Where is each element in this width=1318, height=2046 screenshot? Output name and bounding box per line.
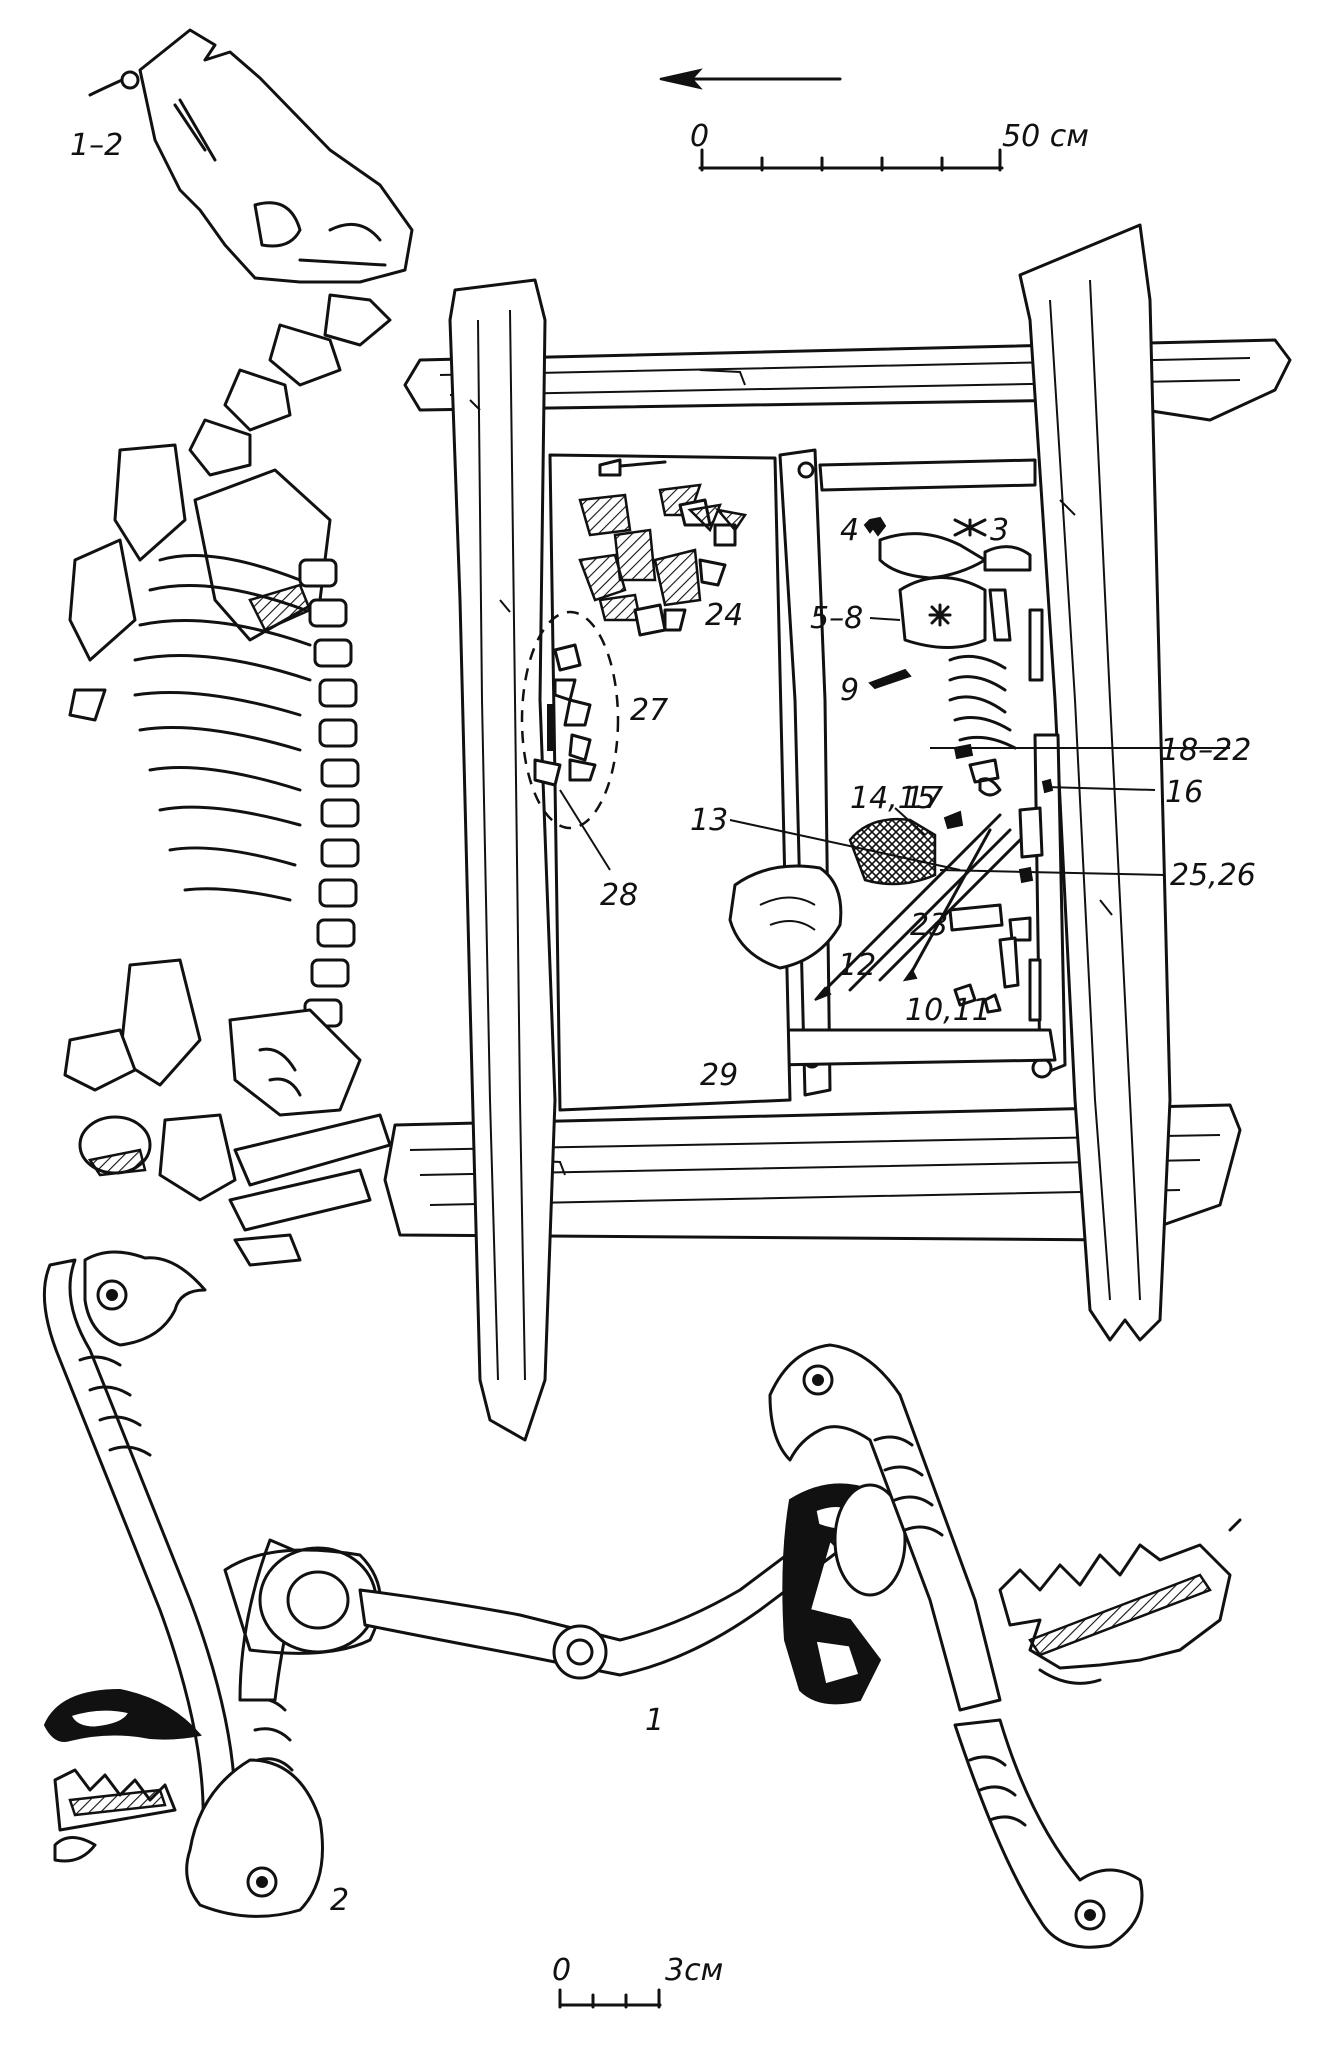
label-bit-1: 1 xyxy=(645,1703,664,1738)
label-cheekpiece-2: 2 xyxy=(330,1883,349,1918)
stone-29 xyxy=(728,864,843,970)
scale-zero-label: 0 xyxy=(690,119,709,154)
label-29: 29 xyxy=(700,1058,738,1093)
log-frame xyxy=(383,223,1292,1442)
label-25-26: 25,26 xyxy=(1170,858,1256,893)
label-5-8: 5–8 xyxy=(810,601,863,636)
pottery-sherds-24 xyxy=(578,458,748,637)
bone-group-27 xyxy=(520,610,620,830)
label-18-22: 18–22 xyxy=(1160,733,1251,768)
label-24: 24 xyxy=(705,598,743,633)
label-23: 23 xyxy=(910,908,948,943)
scale-bottom-max-label: 3см xyxy=(665,1953,723,1988)
horse-bit-cheekpieces xyxy=(42,1250,1242,1949)
label-10-11: 10,11 xyxy=(905,993,991,1028)
scale-max-label: 50 см xyxy=(1002,119,1089,154)
label-27: 27 xyxy=(630,693,668,728)
leader-lines xyxy=(559,617,1230,876)
label-4: 4 xyxy=(840,513,859,548)
scale-bar-3cm: 0 3см xyxy=(552,1953,723,2009)
horse-skull xyxy=(138,28,414,284)
label-14-15: 14,15 xyxy=(850,781,936,816)
label-28: 28 xyxy=(600,878,638,913)
label-17: 17 xyxy=(905,781,943,816)
label-1-2: 1–2 xyxy=(70,128,123,163)
scale-bottom-zero-label: 0 xyxy=(552,1953,571,1988)
label-16: 16 xyxy=(1165,775,1203,810)
arrow-left-icon xyxy=(659,68,842,90)
horse-skeleton xyxy=(63,28,414,1267)
scale-bar-50cm: 0 50 см xyxy=(690,119,1089,172)
find-labels: 1–2 3 4 5–8 9 10,11 12 13 14,15 16 17 18… xyxy=(70,128,1256,1918)
label-12: 12 xyxy=(838,948,876,983)
label-13: 13 xyxy=(690,803,728,838)
grave-goods xyxy=(728,516,1054,1022)
label-9: 9 xyxy=(840,673,859,708)
label-3: 3 xyxy=(990,513,1009,548)
